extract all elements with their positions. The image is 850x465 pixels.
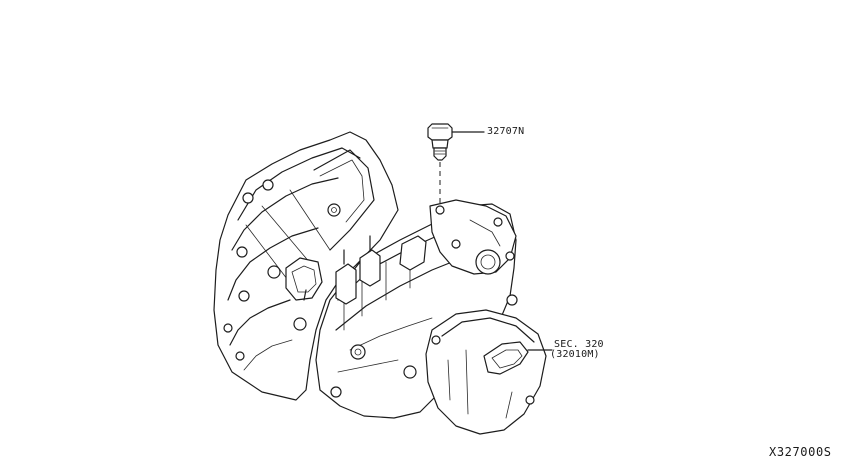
bellhousing [213,131,399,401]
section-reference-sub: (32010M) [550,349,600,360]
plug-part [427,123,453,161]
rear-cover [425,309,547,435]
diagram-code: X327000S [769,445,832,459]
transaxle-case [315,199,518,419]
section-reference: SEC. 320 [554,339,604,350]
plug-part-number: 32707N [487,126,525,137]
